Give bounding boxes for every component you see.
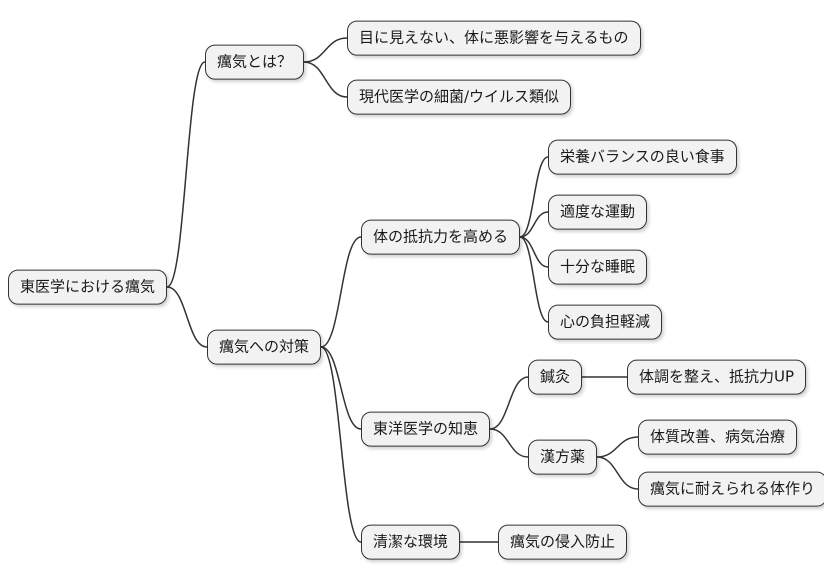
edge-resistance-to-sleep xyxy=(519,236,549,268)
node-acupuncture: 鍼灸 xyxy=(528,359,583,395)
node-endure: 癘気に耐えられる体作り xyxy=(638,471,824,507)
node-exercise: 適度な運動 xyxy=(548,194,648,230)
edge-countermeasures-to-resistance xyxy=(320,236,362,348)
edge-what-is-to-invisible xyxy=(303,37,348,63)
edge-root-to-countermeasures xyxy=(166,286,208,348)
edge-resistance-to-exercise xyxy=(519,211,549,238)
node-clean: 清潔な環境 xyxy=(361,524,461,560)
edge-countermeasures-to-clean xyxy=(320,346,362,543)
node-resistance: 体の抵抗力を高める xyxy=(361,219,521,255)
edge-countermeasures-to-wisdom xyxy=(320,346,362,430)
edge-resistance-to-nutrition xyxy=(519,156,549,238)
node-wisdom: 東洋医学の知恵 xyxy=(361,411,491,447)
node-mental: 心の負担軽減 xyxy=(548,304,663,340)
edge-wisdom-to-kampo xyxy=(489,428,529,458)
node-kampo: 漢方薬 xyxy=(528,439,598,475)
node-prevention: 癘気の侵入防止 xyxy=(498,524,628,560)
edge-wisdom-to-acupuncture xyxy=(489,376,529,430)
node-invisible: 目に見えない、体に悪影響を与えるもの xyxy=(347,20,641,56)
node-countermeasures: 癘気への対策 xyxy=(207,329,322,365)
edge-kampo-to-endure xyxy=(596,456,639,490)
node-nutrition: 栄養バランスの良い食事 xyxy=(548,139,737,175)
node-constitution: 体質改善、病気治療 xyxy=(638,419,798,455)
node-what-is: 癘気とは？ xyxy=(205,44,305,80)
node-sleep: 十分な睡眠 xyxy=(548,249,648,285)
edge-root-to-what-is xyxy=(166,61,206,288)
edge-what-is-to-bacteria xyxy=(303,61,348,98)
edge-resistance-to-mental xyxy=(519,236,549,323)
node-acu-effect: 体調を整え、抵抗力UP xyxy=(627,359,807,395)
edge-kampo-to-constitution xyxy=(596,436,639,458)
node-root: 東医学における癘気 xyxy=(8,269,168,305)
node-bacteria: 現代医学の細菌/ウイルス類似 xyxy=(347,79,572,115)
